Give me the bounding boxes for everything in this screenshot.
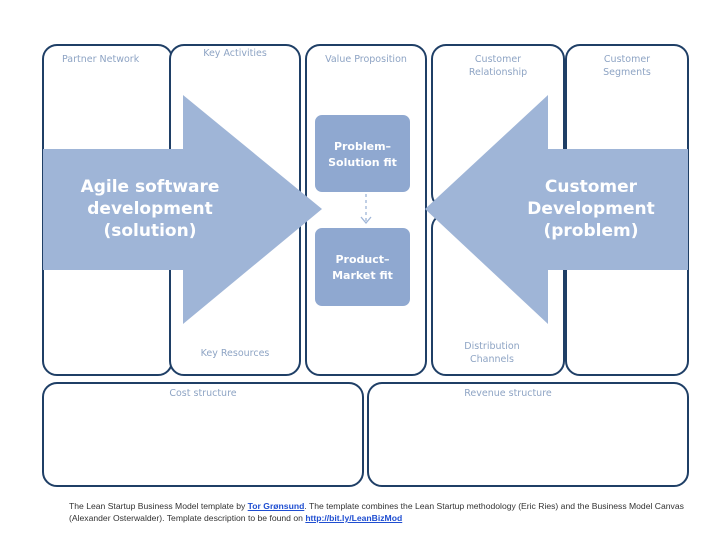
product-market-line-2: Market fit [332,269,393,282]
right-arrow-line-2: Development [527,199,655,219]
product-market-line-1: Product– [335,253,390,266]
footer-text-2: . The template combines the Lean Startup… [69,501,684,523]
customer-relationship-label: Customer Relationship [432,53,564,79]
left-arrow-shape [43,95,322,324]
value-proposition-label: Value Proposition [325,54,407,65]
footer-note: The Lean Startup Business Model template… [69,500,699,524]
customer-relationship-line-2: Relationship [468,67,528,78]
value-proposition-box [305,44,427,376]
template-url-link[interactable]: http://bit.ly/LeanBizMod [305,513,403,523]
left-arrow-line-1: Agile software [80,177,220,197]
problem-solution-line-1: Problem– [333,140,392,153]
right-arrow-line-1: Customer [544,177,638,197]
left-arrow-text: Agile software development (solution) [60,176,240,242]
cost-structure-label: Cost structure [169,388,237,399]
left-arrow-line-2: development [87,199,213,219]
key-activities-label: Key Activities [203,48,267,59]
key-resources-label: Key Resources [200,348,270,359]
distribution-channels-line-1: Distribution [464,341,520,352]
right-arrow-line-3: (problem) [543,221,639,241]
cost-structure-box [42,382,364,487]
left-arrow-line-3: (solution) [103,221,197,241]
problem-solution-box [313,113,412,194]
revenue-structure-box [367,382,689,487]
customer-relationship-line-1: Customer [474,54,522,65]
distribution-channels-line-2: Channels [470,354,514,365]
revenue-structure-label: Revenue structure [464,388,552,399]
distribution-channels-label: Distribution Channels [432,340,552,366]
fit-connector-arrowhead [360,216,372,225]
partner-network-label: Partner Network [62,54,140,65]
footer-text-1: The Lean Startup Business Model template… [69,501,248,511]
product-market-text: Product– Market fit [314,252,411,284]
author-link[interactable]: Tor Grønsund [247,501,305,511]
right-arrow-text: Customer Development (problem) [506,176,676,242]
customer-segments-label: Customer Segments [566,53,688,79]
customer-segments-line-2: Segments [603,67,651,78]
problem-solution-line-2: Solution fit [328,156,397,169]
customer-segments-line-1: Customer [603,54,651,65]
product-market-box [313,226,412,308]
problem-solution-text: Problem– Solution fit [314,139,411,171]
right-arrow-shape [425,95,688,324]
